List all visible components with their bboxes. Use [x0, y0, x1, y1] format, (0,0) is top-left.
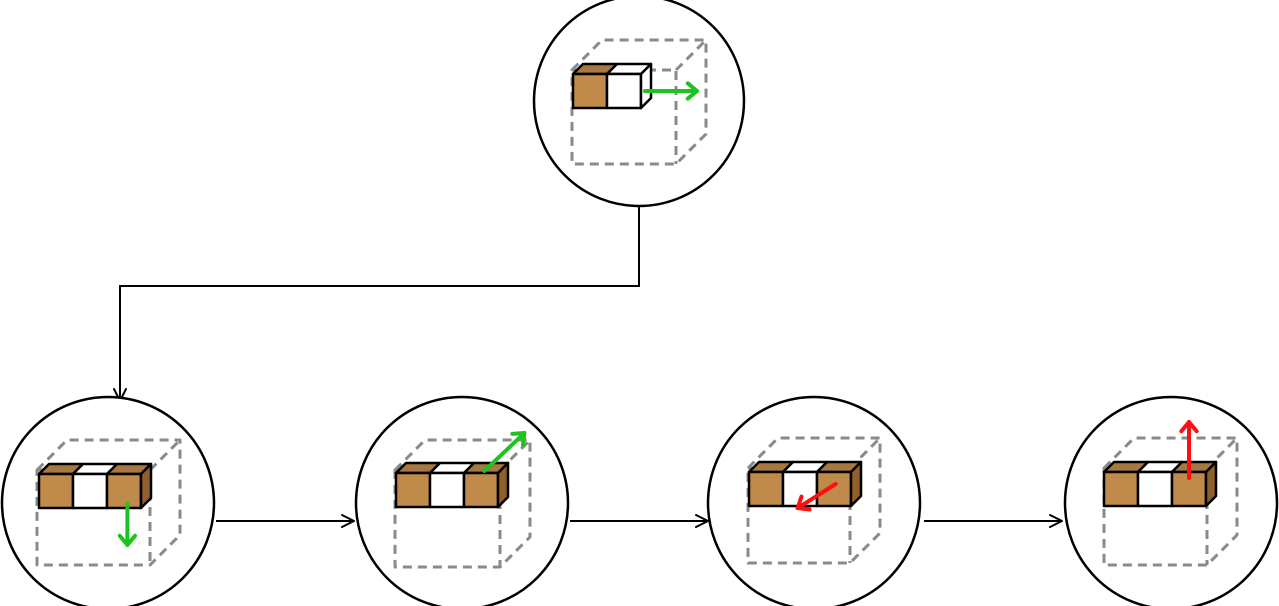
connectors: [113, 206, 1063, 528]
cube-side-face: [139, 462, 153, 510]
red-arrow-front-icon: [795, 482, 838, 512]
cube-strip: [37, 462, 153, 510]
cube-brown: [105, 462, 153, 510]
cube-side-face: [639, 62, 653, 110]
connector-start-to-step-1: [113, 206, 640, 402]
cube-front-face: [462, 471, 500, 509]
cube-brown: [1102, 460, 1150, 508]
cube-white: [428, 461, 476, 509]
state-node-step-4: [1063, 395, 1279, 606]
cube-side-face: [849, 460, 863, 508]
cube-front-face: [571, 72, 609, 110]
cube-strip: [394, 461, 510, 509]
arrow-head: [117, 533, 138, 547]
state-node-start: [532, 0, 746, 208]
cube-front-face: [605, 72, 643, 110]
cube-front-face: [747, 470, 785, 508]
cube-white: [605, 62, 653, 110]
arrow-head: [795, 494, 812, 512]
cube-brown: [1170, 460, 1218, 508]
connector-step-3-to-step-4: [924, 514, 1063, 528]
cube-brown: [462, 461, 510, 509]
cube-strip: [1102, 460, 1218, 508]
cube-strip: [571, 62, 653, 110]
state-node-step-3: [706, 395, 922, 606]
cube-front-face: [71, 472, 109, 510]
connector-arrowhead: [1049, 514, 1063, 528]
connector-arrowhead: [695, 514, 709, 528]
cube-front-face: [1136, 470, 1174, 508]
state-node-step-1: [0, 395, 216, 606]
cube-brown: [37, 462, 85, 510]
red-arrow-up-icon: [1179, 420, 1199, 480]
green-arrow-right-icon: [643, 81, 699, 101]
cube-front-face: [428, 471, 466, 509]
connector-line: [119, 206, 640, 401]
cube-front-face: [37, 472, 75, 510]
arrow-shaft: [795, 482, 838, 510]
green-arrow-down-icon: [117, 502, 138, 547]
cube-front-face: [1102, 470, 1140, 508]
cube-side-face: [496, 461, 510, 509]
cube-front-face: [394, 471, 432, 509]
connector-step-2-to-step-3: [570, 514, 709, 528]
cube-side-face: [1204, 460, 1218, 508]
cube-white: [71, 462, 119, 510]
arrow-shaft: [482, 431, 527, 473]
connector-arrowhead: [341, 514, 355, 528]
arrow-head: [510, 431, 527, 447]
arrow-head: [1179, 420, 1199, 434]
cube-white: [1136, 460, 1184, 508]
arrow-head: [685, 81, 699, 101]
cube-strip: [747, 460, 863, 508]
green-arrow-back-icon: [482, 431, 527, 473]
cube-front-face: [105, 472, 143, 510]
cube-front-face: [815, 470, 853, 508]
connector-step-1-to-step-2: [216, 514, 355, 528]
cube-brown: [815, 460, 863, 508]
state-node-step-2: [354, 395, 570, 606]
